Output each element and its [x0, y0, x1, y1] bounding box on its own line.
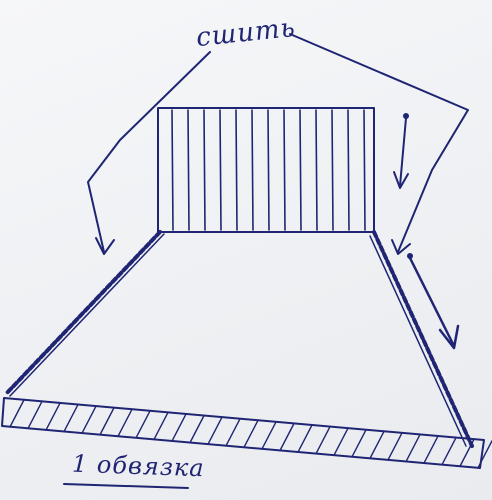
hatch-line: [243, 419, 259, 449]
hatch-line: [405, 433, 421, 463]
bottom-band: [1, 397, 492, 469]
hatch-line: [27, 400, 43, 430]
hatch-line: [99, 407, 115, 436]
rib-line: [347, 109, 350, 231]
rib-line: [363, 109, 366, 231]
rib-line: [219, 109, 222, 231]
label-underline: [63, 483, 189, 489]
sew-arrow-right: [289, 33, 469, 255]
hatch-line: [315, 425, 331, 455]
hatch-line: [387, 432, 403, 461]
right-seam-edge: [369, 230, 474, 448]
hatch-line: [81, 405, 97, 434]
hatch-line: [297, 424, 313, 453]
rib-line: [283, 109, 286, 231]
hatch-line: [477, 440, 492, 469]
hatch-line: [333, 427, 349, 456]
hatch-line: [207, 416, 223, 445]
rib-line: [203, 109, 206, 231]
direction-arrow-small: [393, 113, 409, 189]
rib-line: [331, 109, 334, 231]
hatch-line: [63, 403, 79, 433]
hatch-line: [117, 408, 133, 438]
hatch-line: [189, 414, 205, 444]
hatch-line: [135, 410, 151, 439]
rib-line: [251, 109, 254, 231]
sew-arrow-left: [87, 51, 211, 255]
rib-line: [171, 109, 174, 231]
hatch-line: [153, 411, 169, 441]
rib-line: [235, 109, 238, 231]
left-seam-edge: [4, 230, 165, 397]
hatch-line: [9, 399, 25, 428]
hatch-line: [351, 429, 367, 458]
rib-line: [267, 109, 270, 231]
hatch-line: [45, 402, 61, 431]
rib-line: [299, 109, 302, 231]
hatch-line: [423, 435, 439, 464]
hatch-line: [279, 422, 295, 452]
hatch-line: [261, 421, 277, 450]
hatch-line: [225, 418, 241, 447]
ribbed-panel: [157, 107, 375, 233]
hatch-line: [171, 413, 187, 442]
binding-label: 1 обвязка: [71, 449, 206, 483]
rib-line: [187, 109, 190, 231]
hatch-line: [441, 436, 457, 466]
hatch-line: [459, 438, 475, 467]
rib-line: [315, 109, 318, 231]
direction-arrow-long: [407, 253, 460, 350]
hatch-line: [369, 430, 385, 460]
